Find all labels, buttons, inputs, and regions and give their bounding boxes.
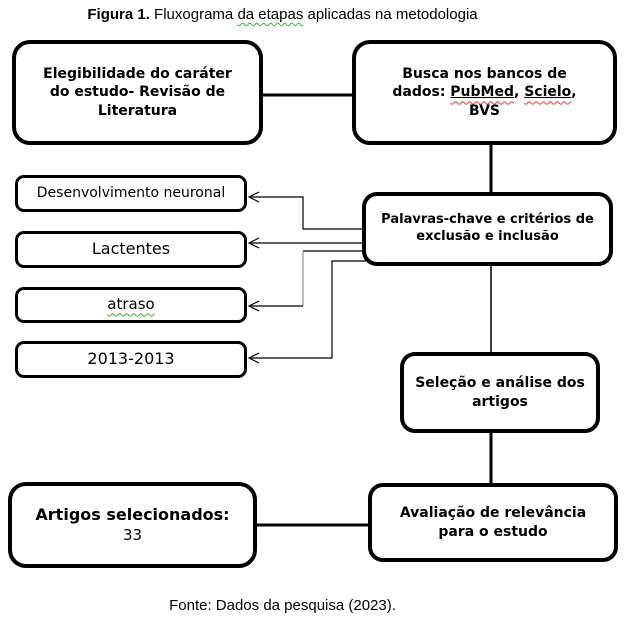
node-database-search-line: Busca nos bancos de: [402, 66, 567, 83]
database-name-underline: Scielo: [524, 84, 571, 100]
node-database-search: Busca nos bancos de dados: PubMed, Sciel…: [352, 40, 617, 145]
connector-keyword-4: [250, 260, 366, 359]
database-separator: ,: [571, 84, 577, 101]
figure-caption: Figura 1. Fluxograma da etapas aplicadas…: [0, 6, 565, 23]
connector-keyword-1: [250, 196, 364, 230]
node-selected-articles: Artigos selecionados: 33: [8, 482, 257, 568]
figure-caption-text-pre: Fluxograma: [149, 6, 238, 23]
node-keyword-neuronal-development: Desenvolvimento neuronal: [15, 175, 247, 212]
figure-caption-spellcheck-text: da etapas: [237, 6, 304, 23]
arrowhead-keyword-2: [247, 237, 260, 249]
node-relevance-evaluation-line: para o estudo: [438, 523, 548, 540]
node-database-search-line: BVS: [468, 102, 501, 119]
database-separator: ,: [514, 84, 525, 101]
node-article-selection-line: artigos: [472, 393, 528, 410]
node-keywords-criteria: Palavras-chave e critérios de exclusão e…: [362, 192, 613, 266]
node-eligibility-line: do estudo- Revisão de: [49, 84, 226, 101]
keyword-label: 2013-2013: [87, 349, 175, 369]
node-keyword-lactentes: Lactentes: [15, 231, 247, 268]
source-note: Fonte: Dados da pesquisa (2023).: [169, 597, 396, 614]
arrowhead-keyword-4: [247, 352, 260, 364]
keyword-label: Lactentes: [91, 239, 171, 259]
arrowhead-keyword-1: [247, 191, 260, 203]
figure-caption-text-post: aplicadas na metodologia: [303, 6, 478, 23]
database-prefix: dados:: [392, 84, 451, 101]
database-name-underline: PubMed: [450, 84, 514, 100]
node-relevance-evaluation: Avaliação de relevância para o estudo: [368, 483, 618, 562]
node-keyword-atraso: atraso: [15, 287, 247, 323]
database-name-scielo: Scielo: [524, 84, 572, 101]
node-eligibility: Elegibilidade do caráter do estudo- Revi…: [12, 40, 263, 145]
node-eligibility-line: Literatura: [97, 102, 178, 119]
node-keyword-year-range: 2013-2013: [15, 341, 247, 378]
node-article-selection-line: Seleção e análise dos: [415, 375, 585, 392]
arrowhead-keyword-3: [247, 300, 260, 312]
node-article-selection: Seleção e análise dos artigos: [400, 352, 600, 433]
figure-caption-number: Figura 1.: [87, 6, 150, 23]
selected-articles-count: 33: [122, 525, 143, 544]
keyword-label-spellchecked: atraso: [107, 295, 155, 314]
node-keywords-criteria-line: exclusão e inclusão: [416, 229, 559, 244]
selected-articles-label: Artigos selecionados:: [35, 504, 230, 524]
database-name-pubmed: PubMed: [450, 84, 514, 101]
node-database-search-line: dados: PubMed, Scielo,: [392, 83, 576, 101]
node-relevance-evaluation-line: Avaliação de relevância: [399, 505, 587, 522]
keyword-label: Desenvolvimento neuronal: [36, 185, 226, 202]
node-eligibility-line: Elegibilidade do caráter: [43, 66, 232, 83]
node-keywords-criteria-line: Palavras-chave e critérios de: [381, 212, 594, 228]
